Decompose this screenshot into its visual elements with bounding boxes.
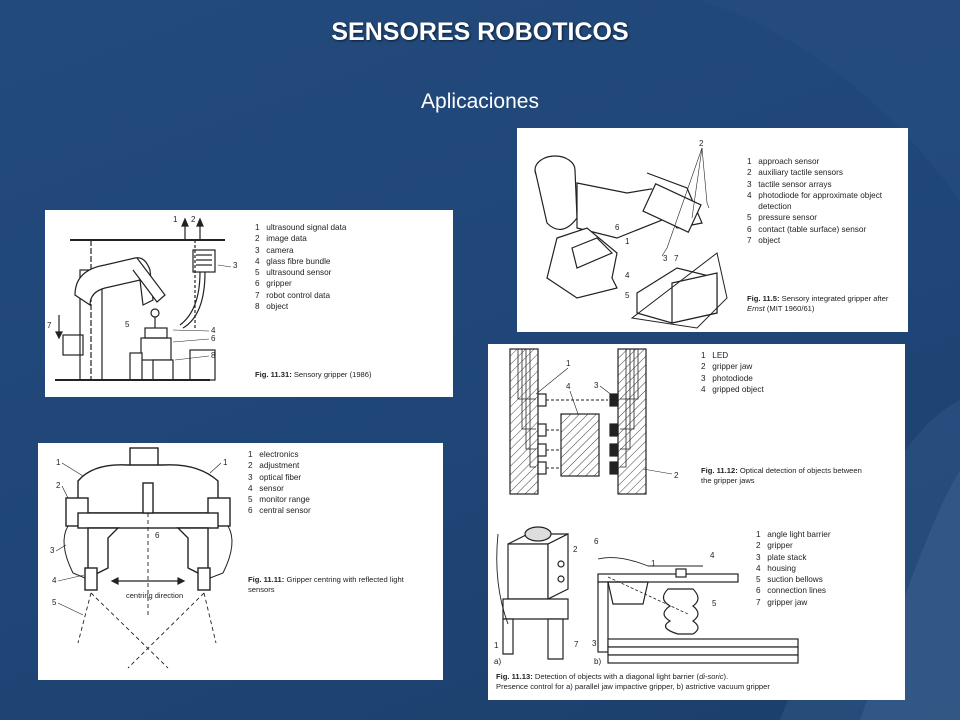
svg-text:2: 2 [699, 139, 704, 148]
legend-item: 2 adjustment [248, 461, 300, 471]
svg-text:1: 1 [173, 215, 178, 224]
legend-item: 5 suction bellows [756, 575, 823, 585]
svg-text:1: 1 [566, 359, 571, 368]
legend-item: 4 glass fibre bundle [255, 256, 331, 266]
svg-text:3: 3 [594, 381, 599, 390]
svg-text:5: 5 [52, 598, 57, 607]
legend-item: 4 photodiode for approximate object [747, 190, 883, 200]
legend-item: 3 plate stack [756, 552, 807, 562]
svg-text:7: 7 [674, 254, 679, 263]
svg-text:2: 2 [674, 471, 679, 480]
svg-text:1: 1 [651, 559, 656, 568]
legend-item: 5 ultrasound sensor [255, 268, 332, 278]
figure-integrated-gripper-ernst: 2 3 7 6 1 4 5 1 approach sensor 2 auxiliary … [517, 128, 908, 332]
legend-item: 4 gripped object [701, 384, 764, 394]
figure-gripper-centring: centring direction 1 1 2 3 4 5 6 1 electron… [38, 443, 443, 680]
figure-sensory-gripper-1986: 1 2 3 7 5 4 6 8 1 ultrasound signal data 2 i… [45, 210, 453, 397]
svg-text:1: 1 [625, 237, 630, 246]
sensory-gripper-drawing: 1 2 3 7 5 4 6 8 [47, 215, 238, 381]
legend-item: 3 camera [255, 245, 294, 255]
svg-text:6: 6 [594, 537, 599, 546]
svg-text:5: 5 [712, 599, 717, 608]
svg-text:5: 5 [125, 320, 130, 329]
legend-item: detection [758, 202, 792, 212]
caption-fig-11-5: Fig. 11.5: Sensory integrated gripper af… [747, 294, 889, 313]
legend-item: 5 pressure sensor [747, 213, 817, 223]
caption-fig-11-12: Fig. 11.12: Optical detection of objects… [701, 466, 862, 485]
svg-text:4: 4 [52, 576, 57, 585]
legend-item: 2 image data [255, 234, 307, 244]
svg-text:8: 8 [211, 351, 216, 360]
svg-text:3: 3 [233, 261, 238, 270]
svg-text:3: 3 [50, 546, 55, 555]
optical-detection-drawing: 4 3 1 2 2 1 7 a) [494, 348, 799, 666]
legend-fig-11-11: 1 electronics 2 adjustment 3 optical fib… [248, 449, 311, 517]
legend-item: 5 monitor range [248, 495, 310, 505]
svg-text:4: 4 [211, 326, 216, 335]
svg-text:7: 7 [574, 640, 579, 649]
legend-item: 3 tactile sensor arrays [747, 179, 832, 189]
svg-text:3: 3 [663, 254, 668, 263]
svg-text:1: 1 [223, 458, 228, 467]
svg-text:1: 1 [494, 641, 499, 650]
svg-text:6: 6 [155, 531, 160, 540]
integrated-gripper-drawing: 2 3 7 6 1 4 5 [534, 139, 728, 329]
svg-text:a): a) [494, 657, 501, 666]
svg-text:2: 2 [191, 215, 196, 224]
slide-subtitle: Aplicaciones [421, 90, 539, 113]
legend-fig-11-12: 1 LED 2 gripper jaw 3 photodiode 4 gripp… [701, 350, 764, 395]
svg-text:1: 1 [56, 458, 61, 467]
legend-item: 2 gripper [756, 541, 793, 551]
caption-fig-11-13: Fig. 11.13: Detection of objects with a … [496, 672, 770, 691]
svg-text:7: 7 [47, 321, 52, 330]
legend-item: 8 object [255, 302, 289, 312]
svg-text:4: 4 [566, 382, 571, 391]
caption-fig-11-11: Fig. 11.11: Gripper centring with reflec… [248, 575, 404, 594]
legend-fig-11-13: 1 angle light barrier 2 gripper 3 plate … [756, 529, 831, 608]
legend-item: 6 gripper [255, 279, 292, 289]
svg-text:6: 6 [615, 223, 620, 232]
legend-item: 1 approach sensor [747, 157, 820, 166]
gripper-centring-drawing: centring direction 1 1 2 3 4 5 6 [50, 447, 233, 669]
legend-item: 7 robot control data [255, 290, 331, 300]
svg-text:2: 2 [56, 481, 61, 490]
svg-text:5: 5 [625, 291, 630, 300]
svg-text:b): b) [594, 657, 601, 666]
svg-text:6: 6 [211, 334, 216, 343]
legend-item: 7 gripper jaw [756, 597, 808, 607]
legend-item: 7 object [747, 236, 781, 246]
legend-item: 1 electronics [248, 450, 299, 459]
svg-text:2: 2 [573, 545, 578, 554]
legend-item: 3 optical fiber [248, 472, 302, 482]
legend-fig-11-5: 1 approach sensor 2 auxiliary tactile se… [747, 156, 882, 246]
slide-title: SENSORES ROBOTICOS [331, 18, 629, 46]
legend-item: 3 photodiode [701, 373, 753, 383]
centring-direction-label: centring direction [126, 591, 183, 600]
legend-item: 4 sensor [248, 483, 284, 493]
svg-text:3: 3 [592, 639, 597, 648]
legend-fig-11-31: 1 ultrasound signal data 2 image data 3 … [255, 222, 346, 312]
figure-optical-detection: 4 3 1 2 2 1 7 a) [488, 344, 905, 700]
legend-item: 2 gripper jaw [701, 362, 753, 372]
legend-item: 4 housing [756, 563, 796, 573]
legend-item: 1 LED [701, 351, 729, 360]
legend-item: 1 ultrasound signal data [255, 223, 347, 232]
caption-fig-11-31: Fig. 11.31: Sensory gripper (1986) [255, 370, 372, 379]
legend-item: 2 auxiliary tactile sensors [747, 168, 843, 178]
legend-item: 6 contact (table surface) sensor [747, 224, 867, 234]
svg-text:4: 4 [625, 271, 630, 280]
legend-item: 6 connection lines [756, 586, 826, 596]
svg-text:4: 4 [710, 551, 715, 560]
legend-item: 6 central sensor [248, 506, 311, 516]
legend-item: 1 angle light barrier [756, 530, 831, 539]
